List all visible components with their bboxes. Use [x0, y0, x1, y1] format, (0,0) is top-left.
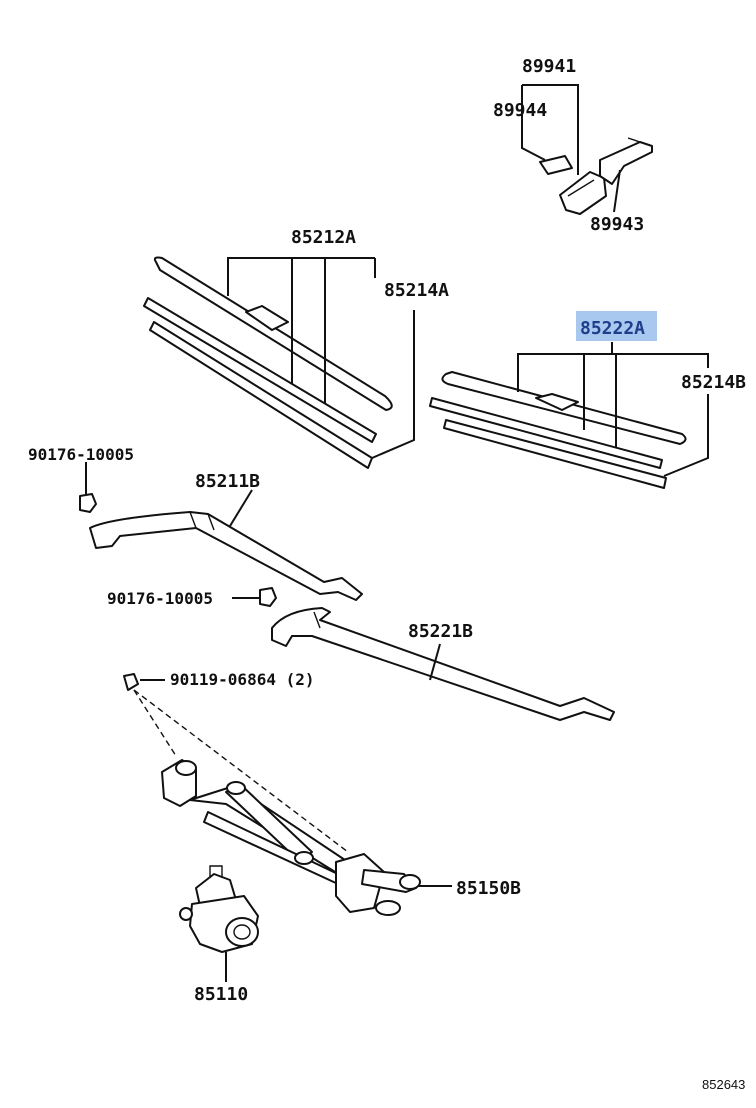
label-89941[interactable]: 89941 — [522, 56, 576, 77]
diagram-reference-code: 852643 — [702, 1077, 745, 1092]
bolt-90119[interactable] — [123, 673, 139, 691]
nut-90176-top[interactable] — [79, 462, 97, 513]
wiper-linkage-85150B[interactable] — [161, 759, 421, 916]
label-85214B[interactable]: 85214B — [681, 372, 746, 393]
bracket-89943-shape[interactable] — [599, 141, 653, 185]
highlight-85222A — [576, 311, 657, 341]
label-85110[interactable]: 85110 — [194, 984, 248, 1005]
label-89944[interactable]: 89944 — [493, 100, 547, 121]
nut-90176-mid[interactable] — [259, 587, 277, 607]
wiper-blade-left[interactable] — [143, 256, 393, 469]
label-85222A[interactable]: 85222A — [580, 318, 645, 339]
label-90176-top[interactable]: 90176-10005 — [28, 445, 134, 464]
clip-89941-shape[interactable] — [559, 171, 607, 215]
wiper-arm-85211B[interactable] — [89, 511, 363, 601]
label-85221B[interactable]: 85221B — [408, 621, 473, 642]
label-85150B[interactable]: 85150B — [456, 878, 521, 899]
label-85214A[interactable]: 85214A — [384, 280, 449, 301]
label-90119[interactable]: 90119-06864 (2) — [170, 670, 315, 689]
wiper-blade-right[interactable] — [429, 371, 687, 489]
label-90176-mid[interactable]: 90176-10005 — [107, 589, 213, 608]
pad-89944-shape[interactable] — [539, 155, 573, 175]
label-89943[interactable]: 89943 — [590, 214, 644, 235]
wiper-motor-85110[interactable] — [179, 865, 259, 953]
wiper-arm-85221B[interactable] — [271, 607, 615, 721]
label-85212A[interactable]: 85212A — [291, 227, 356, 248]
part-group-89941 — [521, 84, 653, 215]
label-85211B[interactable]: 85211B — [195, 471, 260, 492]
